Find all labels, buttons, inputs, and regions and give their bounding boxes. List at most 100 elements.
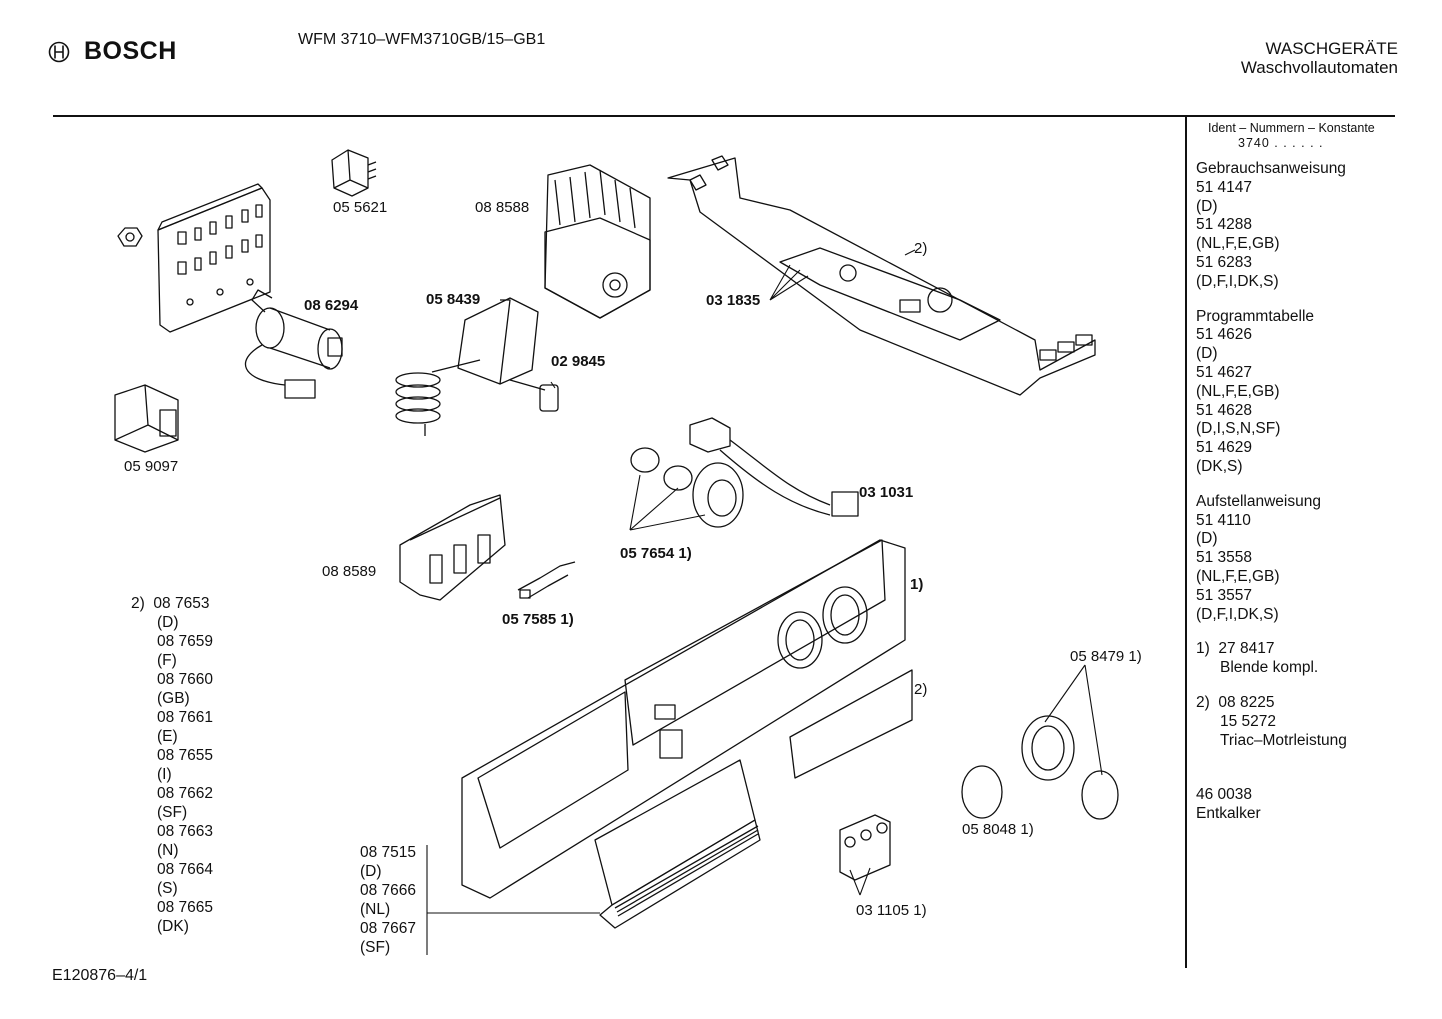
group-title: Gebrauchsanweisung: [1196, 160, 1346, 177]
part-label-031835: 03 1835: [706, 292, 761, 309]
note-2: 2) 08 8225 15 5272 Triac–Motrleistung: [1196, 694, 1436, 750]
group-line: (D,I,S,N,SF): [1196, 420, 1281, 438]
ident-value: 3740 . . . . . .: [1238, 136, 1324, 150]
switch-block-part: [839, 814, 891, 881]
group-programmtabelle: Programmtabelle 51 4626 (D) 51 4627 (NL,…: [1196, 308, 1436, 477]
variant-line: (SF): [157, 804, 188, 821]
category-line2: Waschvollautomaten: [1240, 58, 1398, 77]
variant-line: 08 7655: [157, 747, 214, 764]
bosch-logo-icon: [48, 41, 70, 62]
note-text: 27 8417: [1218, 640, 1275, 658]
leader-lines: [426, 249, 1103, 955]
group-line: 51 4629: [1196, 439, 1253, 457]
part-label-058479: 05 8479 1): [1070, 648, 1142, 665]
front-panel-part: [461, 539, 906, 899]
variant-list-bottom: 08 7515 (D) 08 7666 (NL) 08 7667 (SF): [360, 843, 416, 957]
variant-line: (D): [157, 614, 179, 631]
part-label-m2b: 2): [914, 681, 928, 698]
variant-code: 08 7653: [153, 595, 210, 612]
variant-line: 08 7664: [157, 861, 214, 878]
group-line: (D): [1196, 197, 1218, 215]
variant-marker: 2): [131, 595, 145, 612]
variant-line: 08 7660: [157, 671, 214, 688]
part-label-m2a: 2): [914, 240, 928, 257]
variant-line: 2) 08 7653: [131, 594, 213, 613]
extra-line: Entkalker: [1196, 805, 1261, 823]
part-label-057654: 05 7654 1): [620, 545, 692, 562]
bearing-part: [630, 447, 744, 528]
variant-line: (F): [157, 652, 177, 669]
part-label-059097: 05 9097: [124, 458, 179, 475]
part-label-088588: 08 8588: [475, 199, 530, 216]
variant-line: (E): [157, 728, 178, 745]
group-line: 51 3558: [1196, 549, 1253, 567]
part-label-031105: 03 1105 1): [856, 902, 927, 919]
variant-line: (N): [157, 842, 179, 859]
group-line: (D,F,I,DK,S): [1196, 272, 1279, 290]
part-label-055621: 05 5621: [333, 199, 388, 216]
category-line1: WASCHGERÄTE: [1265, 39, 1398, 58]
bracket-part: [157, 183, 271, 333]
extra-line: 46 0038: [1196, 786, 1253, 804]
group-line: 51 6283: [1196, 253, 1253, 271]
group-line: (DK,S): [1196, 457, 1243, 475]
variant-line: 08 7515: [360, 844, 417, 861]
group-line: 51 4110: [1196, 511, 1251, 529]
ident-label: Ident – Nummern – Konstante: [1208, 121, 1375, 135]
group-line: (D): [1196, 530, 1218, 548]
note-marker: 2): [1196, 693, 1210, 711]
door-lock-part: [395, 297, 546, 436]
note-text: 08 8225: [1218, 693, 1275, 711]
group-title: Programmtabelle: [1196, 307, 1315, 325]
model-title: WFM 3710–WFM3710GB/15–GB1: [298, 31, 546, 48]
note-marker: 1): [1196, 640, 1210, 658]
group-line: (NL,F,E,GB): [1196, 382, 1280, 400]
part-label-m1: 1): [910, 576, 924, 593]
variant-line: 08 7663: [157, 823, 214, 840]
note-line: Triac–Motrleistung: [1220, 731, 1347, 749]
variant-list-left: 2) 08 7653 (D) 08 7659 (F) 08 7660 (GB) …: [131, 594, 213, 936]
group-aufstellanweisung: Aufstellanweisung 51 4110 (D) 51 3558 (N…: [1196, 493, 1436, 625]
sidebar-rule: [1185, 116, 1187, 968]
group-line: 51 4626: [1196, 326, 1253, 344]
group-line: 51 4628: [1196, 401, 1253, 419]
relay-part: [331, 149, 377, 197]
group-gebrauchsanweisung: Gebrauchsanweisung 51 4147 (D) 51 4288 (…: [1196, 160, 1436, 292]
exploded-diagram: [114, 149, 1119, 955]
part-label-057585: 05 7585 1): [502, 611, 574, 628]
group-line: (NL,F,E,GB): [1196, 567, 1280, 585]
variant-line: 08 7659: [157, 633, 214, 650]
category: WASCHGERÄTE Waschvollautomaten: [1241, 39, 1398, 77]
clip-part: [517, 561, 576, 599]
part-label-029845: 02 9845: [551, 353, 606, 370]
variant-line: 08 7666: [360, 882, 417, 899]
variant-line: 08 7662: [157, 785, 214, 802]
group-line: 51 4147: [1196, 178, 1253, 196]
variant-line: 08 7661: [157, 709, 214, 726]
drawer-part: [594, 759, 761, 929]
variant-line: (S): [157, 880, 178, 897]
harness-part: [689, 417, 859, 517]
variant-line: (I): [157, 766, 172, 783]
group-line: (D,F,I,DK,S): [1196, 605, 1279, 623]
sidebar: Ident – Nummern – Konstante 3740 . . . .…: [1196, 120, 1436, 840]
group-line: (D): [1196, 345, 1218, 363]
note-line: 15 5272: [1220, 712, 1277, 730]
group-title: Aufstellanweisung: [1196, 492, 1321, 510]
variant-line: 08 7665: [157, 899, 214, 916]
part-label-088589: 08 8589: [322, 563, 377, 580]
header-rule: [53, 115, 1395, 117]
capacitor-part: [244, 289, 343, 399]
extra-part: 46 0038 Entkalker: [1196, 786, 1436, 824]
group-line: (NL,F,E,GB): [1196, 235, 1280, 253]
board-part: [667, 155, 1096, 396]
pin-part: [539, 384, 559, 412]
label-strip-part: [789, 669, 913, 779]
part-label-058439: 05 8439: [426, 291, 481, 308]
brand: BOSCH: [48, 37, 177, 66]
knob-part: [961, 715, 1119, 820]
group-line: 51 4288: [1196, 216, 1253, 234]
variant-line: (SF): [360, 939, 391, 956]
variant-line: (GB): [157, 690, 190, 707]
transformer-part: [114, 384, 179, 453]
